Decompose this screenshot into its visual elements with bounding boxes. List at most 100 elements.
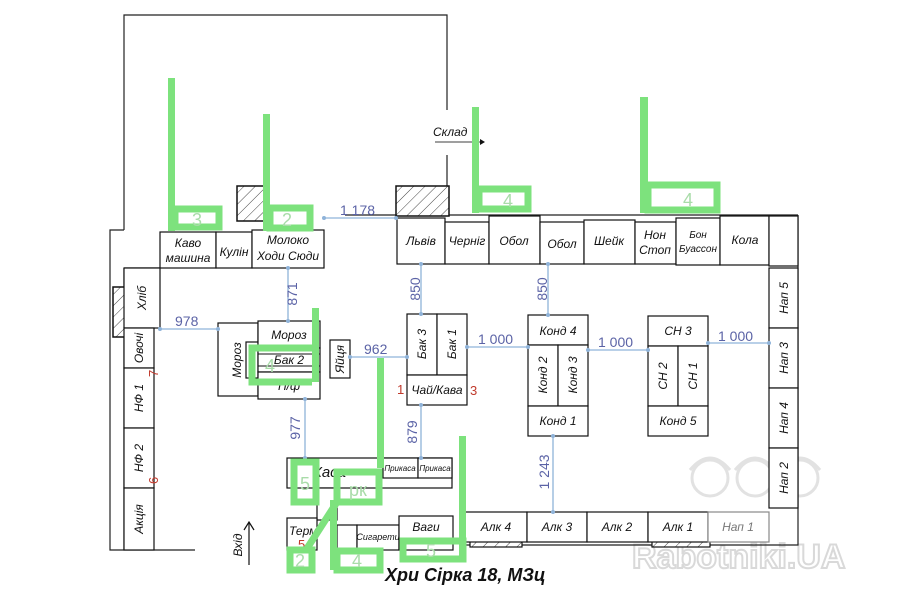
dimension-1243: 1 243 (536, 454, 552, 489)
dimension-879: 879 (404, 420, 420, 444)
column-hatch (236, 185, 266, 222)
fixture-alk1: Алк 1 (647, 511, 709, 543)
fixture-bak3: Бак 3 (406, 313, 438, 376)
warehouse-text: Склад (433, 125, 468, 139)
fixture-alk2: Алк 2 (586, 511, 649, 543)
fixture-nap3: Нап 3 (768, 327, 799, 389)
svg-text:Кола: Кола (732, 233, 759, 247)
svg-text:Шейк: Шейк (594, 234, 625, 248)
plan-title: Хри Сірка 18, МЗц (384, 565, 546, 585)
green-markers: 3 2 4 4 4 рк 5 2 4 5 (168, 78, 721, 574)
fixture-non-stop: Нон Стоп (634, 221, 677, 265)
entrance-label: Вхід (231, 520, 255, 565)
marker-2: 2 (282, 210, 292, 230)
dimension-978: 978 (175, 313, 199, 329)
svg-text:Конд 2: Конд 2 (536, 356, 550, 393)
svg-text:Молоко: Молоко (267, 233, 310, 247)
svg-text:Черніг: Черніг (449, 234, 486, 248)
svg-text:Каво: Каво (175, 236, 202, 250)
fixture-nap4: Нап 4 (768, 387, 799, 449)
svg-text:Кулін: Кулін (220, 245, 249, 259)
fixture-nap2: Нап 2 (768, 447, 799, 509)
marker-2: 2 (295, 551, 305, 571)
svg-text:Алк 3: Алк 3 (541, 520, 573, 534)
marker-4: 4 (352, 551, 362, 571)
fixture-nap5: Нап 5 (768, 267, 799, 329)
fixture-kond3: Конд 3 (557, 344, 589, 407)
svg-text:НФ 2: НФ 2 (132, 444, 146, 473)
fixture-alk3: Алк 3 (526, 511, 588, 543)
fixture-bon-buasson: Бон Буассон (675, 217, 721, 266)
marker-pk: рк (349, 480, 367, 500)
svg-text:Нап 3: Нап 3 (777, 342, 791, 374)
svg-text:Ходи Сюди: Ходи Сюди (256, 249, 319, 263)
marker-3: 3 (192, 210, 202, 230)
svg-text:Вхід: Вхід (231, 533, 245, 556)
svg-text:Яйця: Яйця (333, 344, 347, 374)
fixture-ovochi: Овочі (123, 327, 155, 369)
column-hatch (395, 185, 450, 217)
fixture-alk4: Алк 4 (464, 511, 528, 543)
svg-text:СН 1: СН 1 (686, 362, 700, 389)
svg-text:Нап 2: Нап 2 (777, 462, 791, 494)
svg-text:СН 3: СН 3 (664, 324, 692, 338)
checkout-area: Каса Прикаса Прикаса Терм Сигарети Ваги (286, 457, 454, 551)
svg-text:СН 2: СН 2 (656, 362, 670, 390)
fixture-sn2: СН 2 (647, 345, 679, 407)
svg-text:Стоп: Стоп (639, 243, 671, 257)
svg-text:Ваги: Ваги (412, 520, 440, 534)
svg-text:Прикаса: Прикаса (384, 464, 416, 473)
svg-text:Нап 4: Нап 4 (777, 402, 791, 434)
workers-icon (688, 456, 822, 498)
svg-text:5: 5 (298, 537, 305, 552)
dimension-871: 871 (284, 282, 300, 306)
svg-text:Конд 5: Конд 5 (660, 414, 697, 428)
svg-text:Алк 4: Алк 4 (480, 520, 512, 534)
fixture-sn3: СН 3 (647, 315, 709, 347)
fixture-obol-1: Обол (488, 215, 541, 265)
svg-text:Бак 3: Бак 3 (415, 329, 429, 359)
svg-text:Конд 3: Конд 3 (566, 356, 580, 393)
fixture-chai-kava: Чай/Кава (406, 374, 468, 406)
dimension-1000: 1 000 (718, 328, 753, 344)
svg-text:Львів: Львів (405, 234, 436, 248)
svg-text:6: 6 (146, 477, 161, 484)
fixture-sheik: Шейк (583, 219, 636, 265)
fixture-chernig: Черніг (444, 221, 490, 265)
svg-text:Алк 1: Алк 1 (662, 520, 693, 534)
svg-text:НФ 1: НФ 1 (132, 384, 146, 412)
fixture-yaytsia: Яйця (329, 339, 351, 379)
svg-text:Алк 2: Алк 2 (601, 520, 633, 534)
svg-text:Мороз: Мороз (271, 328, 307, 342)
fixture-empty (768, 215, 799, 267)
fixture-nap1: Нап 1 (707, 511, 770, 543)
fixture-kond5: Конд 5 (647, 405, 709, 437)
svg-text:Чай/Кава: Чай/Кава (411, 383, 463, 397)
marker-5: 5 (300, 474, 310, 494)
dimension-977: 977 (287, 416, 303, 440)
marker-5: 5 (426, 541, 436, 561)
fixture-kond1: Конд 1 (527, 405, 589, 437)
dimension-1000: 1 000 (598, 334, 633, 350)
svg-text:машина: машина (166, 251, 211, 265)
fixture-lviv: Львів (396, 217, 446, 265)
fixture-kola: Кола (719, 215, 770, 266)
svg-text:Мороз: Мороз (230, 342, 244, 378)
svg-text:1: 1 (397, 382, 404, 397)
dimension-962: 962 (364, 341, 388, 357)
fixture-kond4: Конд 4 (527, 314, 589, 346)
marker-4: 4 (265, 356, 275, 376)
svg-text:Прикаса: Прикаса (419, 464, 451, 473)
dimension-850: 850 (407, 277, 423, 301)
marker-4: 4 (503, 191, 513, 211)
arrow-right-icon (480, 139, 485, 145)
fixture-akciya: Акція (123, 487, 155, 551)
arrow-up-icon (243, 520, 255, 531)
svg-text:Овочі: Овочі (132, 333, 146, 364)
red-marks: 1 3 7 6 5 (146, 370, 477, 552)
svg-text:Хліб: Хліб (135, 285, 149, 311)
svg-text:Конд 1: Конд 1 (540, 414, 577, 428)
fixture-kavo-mashyna: Каво машина (159, 231, 217, 269)
fixture-moloko: Молоко Ходи Сюди (251, 229, 325, 269)
door-hatch (112, 286, 126, 338)
